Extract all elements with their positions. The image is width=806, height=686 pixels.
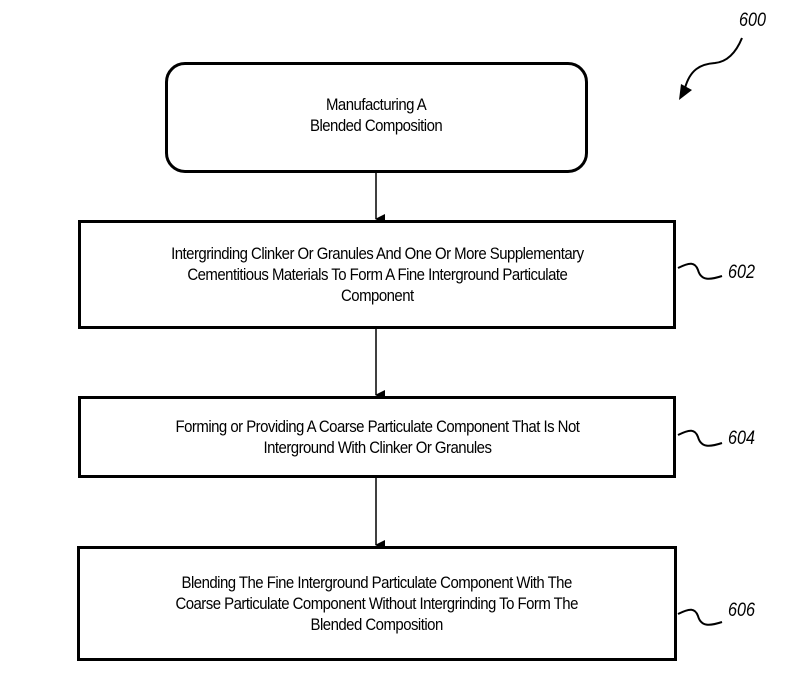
step-602-ref: 602 (728, 262, 755, 283)
step-604-ref: 604 (728, 428, 755, 449)
start-label: Manufacturing A Blended Composition (310, 94, 443, 135)
start-terminal: Manufacturing A Blended Composition (165, 62, 588, 173)
leader-606 (677, 608, 723, 626)
figure-reference-number: 600 (739, 10, 766, 31)
step-604-label: Forming or Providing A Coarse Particulat… (175, 417, 579, 457)
step-604-box: Forming or Providing A Coarse Particulat… (78, 396, 676, 478)
leader-604 (677, 429, 723, 447)
step-606-box: Blending The Fine Interground Particulat… (77, 546, 677, 661)
step-606-label: Blending The Fine Interground Particulat… (175, 573, 579, 634)
leader-602 (677, 262, 723, 280)
step-602-box: Intergrinding Clinker Or Granules And On… (78, 220, 676, 329)
reference-600-arrowhead (679, 84, 692, 100)
step-602-label: Intergrinding Clinker Or Granules And On… (170, 244, 584, 305)
step-606-ref: 606 (728, 600, 755, 621)
reference-600-arrow (684, 37, 743, 89)
